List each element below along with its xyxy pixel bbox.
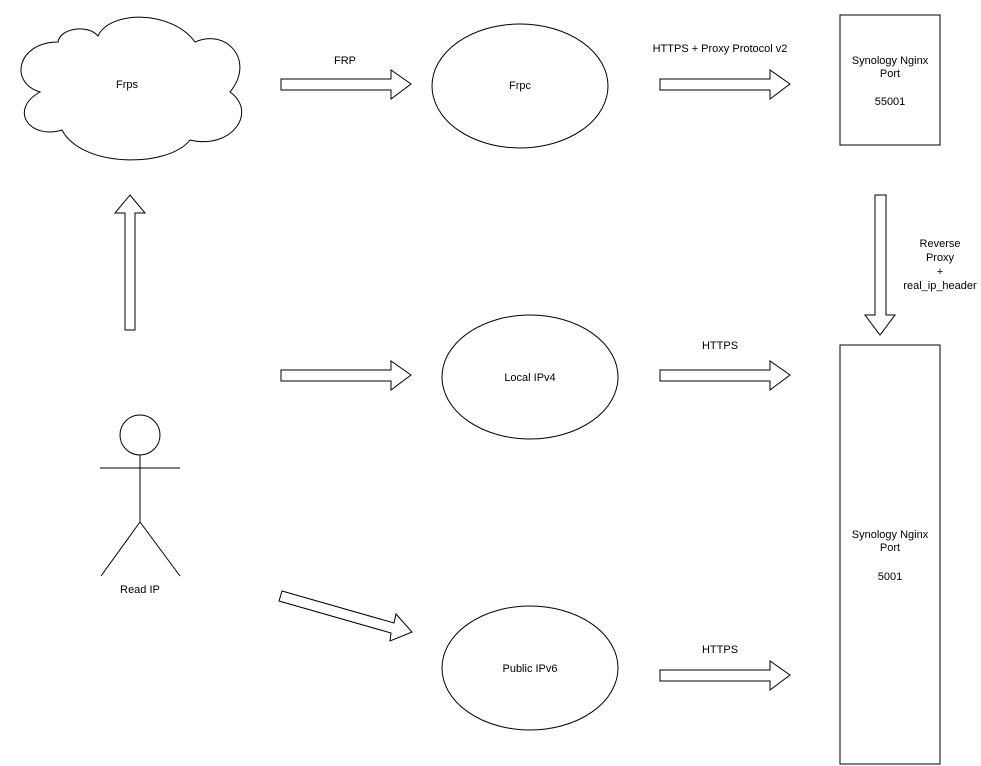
frpc-label: Frpc xyxy=(509,80,532,92)
synology-5001-line2: Port xyxy=(880,542,900,554)
frps-to-frpc-label: FRP xyxy=(334,55,356,67)
frps-label: Frps xyxy=(116,79,139,91)
actor-to-local-ipv4-arrow xyxy=(280,360,412,391)
cloud-shape xyxy=(20,16,242,161)
public-ipv6-label: Public IPv6 xyxy=(502,663,557,675)
actor-left-leg xyxy=(100,521,141,577)
reverse-proxy-line2: Proxy xyxy=(926,252,955,264)
reverse-proxy-arrow xyxy=(864,194,896,336)
reverse-proxy-line3: + xyxy=(937,266,943,278)
local-ipv4-ellipse xyxy=(441,314,619,440)
synology-55001-box xyxy=(839,14,941,146)
actor-label: Read IP xyxy=(120,584,160,596)
frpc-ellipse xyxy=(431,23,609,149)
synology-55001-node: Synology Nginx Port 55001 xyxy=(839,14,941,146)
frpc-to-synology-arrow xyxy=(659,69,791,100)
public-ipv6-ellipse xyxy=(441,605,619,731)
actor-to-frps-arrow xyxy=(113,194,147,331)
local-ipv4-label: Local IPv4 xyxy=(504,372,555,384)
frpc-to-synology-label: HTTPS + Proxy Protocol v2 xyxy=(653,43,788,55)
frps-to-frpc-arrow xyxy=(280,69,412,100)
actor-head xyxy=(119,414,161,456)
synology-55001-line2: Port xyxy=(880,68,900,80)
synology-5001-box xyxy=(839,344,941,765)
synology-55001-line1: Synology Nginx xyxy=(852,55,929,67)
local-ipv4-node: Local IPv4 xyxy=(441,314,619,440)
reverse-proxy-line1: Reverse xyxy=(920,238,961,250)
actor-to-public-ipv6-arrow xyxy=(278,590,413,642)
frps-node: Frps xyxy=(20,16,242,161)
public-ipv6-to-synology-label: HTTPS xyxy=(702,644,738,656)
public-ipv6-node: Public IPv6 xyxy=(441,605,619,731)
synology-5001-node: Synology Nginx Port 5001 xyxy=(839,344,941,765)
synology-55001-port: 55001 xyxy=(875,96,906,108)
local-ipv4-to-synology-label: HTTPS xyxy=(702,340,738,352)
local-ipv4-to-synology-arrow xyxy=(659,360,791,391)
synology-5001-line1: Synology Nginx xyxy=(852,529,929,541)
reverse-proxy-line4: real_ip_header xyxy=(903,280,977,292)
actor-right-leg xyxy=(139,521,181,577)
actor-node: Read IP xyxy=(100,414,181,596)
synology-5001-port: 5001 xyxy=(878,571,902,583)
public-ipv6-to-synology-arrow xyxy=(659,660,791,691)
frpc-node: Frpc xyxy=(431,23,609,149)
